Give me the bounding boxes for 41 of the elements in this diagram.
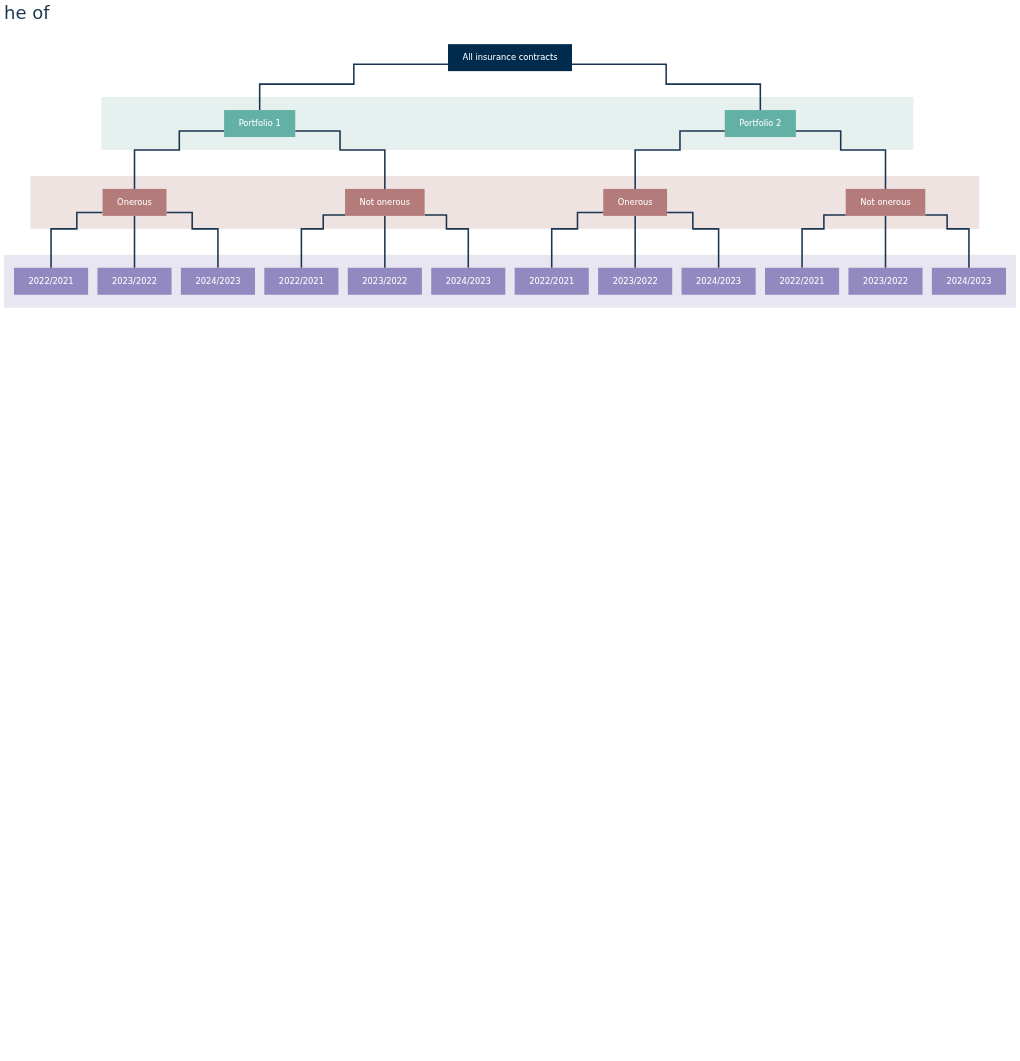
cluster (101, 97, 914, 150)
connector (634, 215, 636, 269)
connector (384, 215, 386, 269)
node-box: 2022/2021 (514, 267, 589, 295)
connector (924, 214, 970, 269)
node-box: Not onerous (845, 188, 926, 216)
node-box: 2023/2022 (848, 267, 923, 295)
connector (50, 211, 104, 269)
connector (294, 130, 386, 190)
node-box: Onerous (603, 188, 668, 216)
node-box: 2024/2023 (180, 267, 255, 295)
connector (634, 130, 726, 190)
connector (423, 214, 470, 269)
node-box: 2022/2021 (14, 267, 89, 295)
node-box: 2024/2023 (431, 267, 506, 295)
connector (300, 214, 346, 269)
node-box: All insurance contracts (448, 44, 572, 72)
node-box: 2022/2021 (765, 267, 840, 295)
node-box: 2023/2022 (347, 267, 422, 295)
connector (795, 130, 887, 190)
node-box: 2023/2022 (598, 267, 673, 295)
node-box: 2024/2023 (681, 267, 756, 295)
node-box: Portfolio 2 (724, 110, 796, 137)
connector (133, 130, 225, 190)
node-box: Not onerous (345, 188, 425, 216)
cluster (4, 254, 1016, 308)
note-text: he of (4, 2, 50, 23)
node-box: 2024/2023 (931, 267, 1006, 295)
connector (550, 211, 604, 269)
node-box: 2022/2021 (264, 267, 339, 295)
connector (801, 214, 847, 269)
connector (165, 211, 219, 269)
connector (258, 63, 449, 111)
connector (133, 215, 136, 269)
connector (884, 215, 887, 269)
connector (571, 63, 762, 111)
node-box: Onerous (102, 188, 167, 216)
cluster (30, 175, 980, 229)
node-box: 2023/2022 (97, 267, 172, 295)
node-box: Portfolio 1 (224, 110, 296, 137)
connector (666, 211, 720, 269)
